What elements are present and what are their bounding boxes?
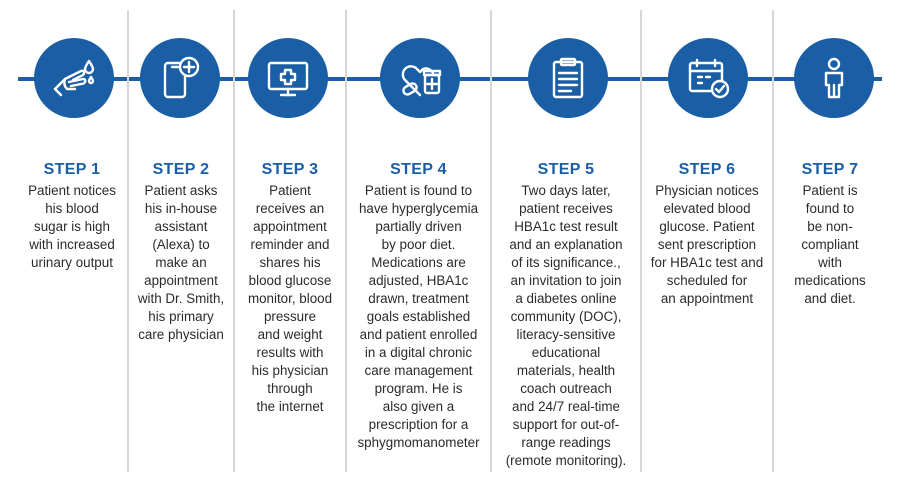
heart-medication-icon <box>380 38 460 118</box>
phone-add-icon <box>140 38 220 118</box>
column-divider <box>345 10 347 472</box>
step-title: STEP 7 <box>801 161 859 178</box>
column-divider <box>640 10 642 472</box>
monitor-medical-cross-icon <box>248 38 328 118</box>
column-divider <box>127 10 129 472</box>
step-title: STEP 2 <box>152 161 210 178</box>
column-divider <box>772 10 774 472</box>
column-divider <box>490 10 492 472</box>
person-icon <box>794 38 874 118</box>
step-title: STEP 4 <box>390 161 447 178</box>
clipboard-icon <box>528 38 608 118</box>
column-divider <box>233 10 235 472</box>
step-title: STEP 6 <box>678 161 736 178</box>
calendar-check-icon <box>668 38 748 118</box>
hand-blood-drop-icon <box>34 38 114 118</box>
step-title: STEP 3 <box>261 161 319 178</box>
step-title: STEP 5 <box>537 161 595 178</box>
step-title: STEP 1 <box>43 161 101 178</box>
